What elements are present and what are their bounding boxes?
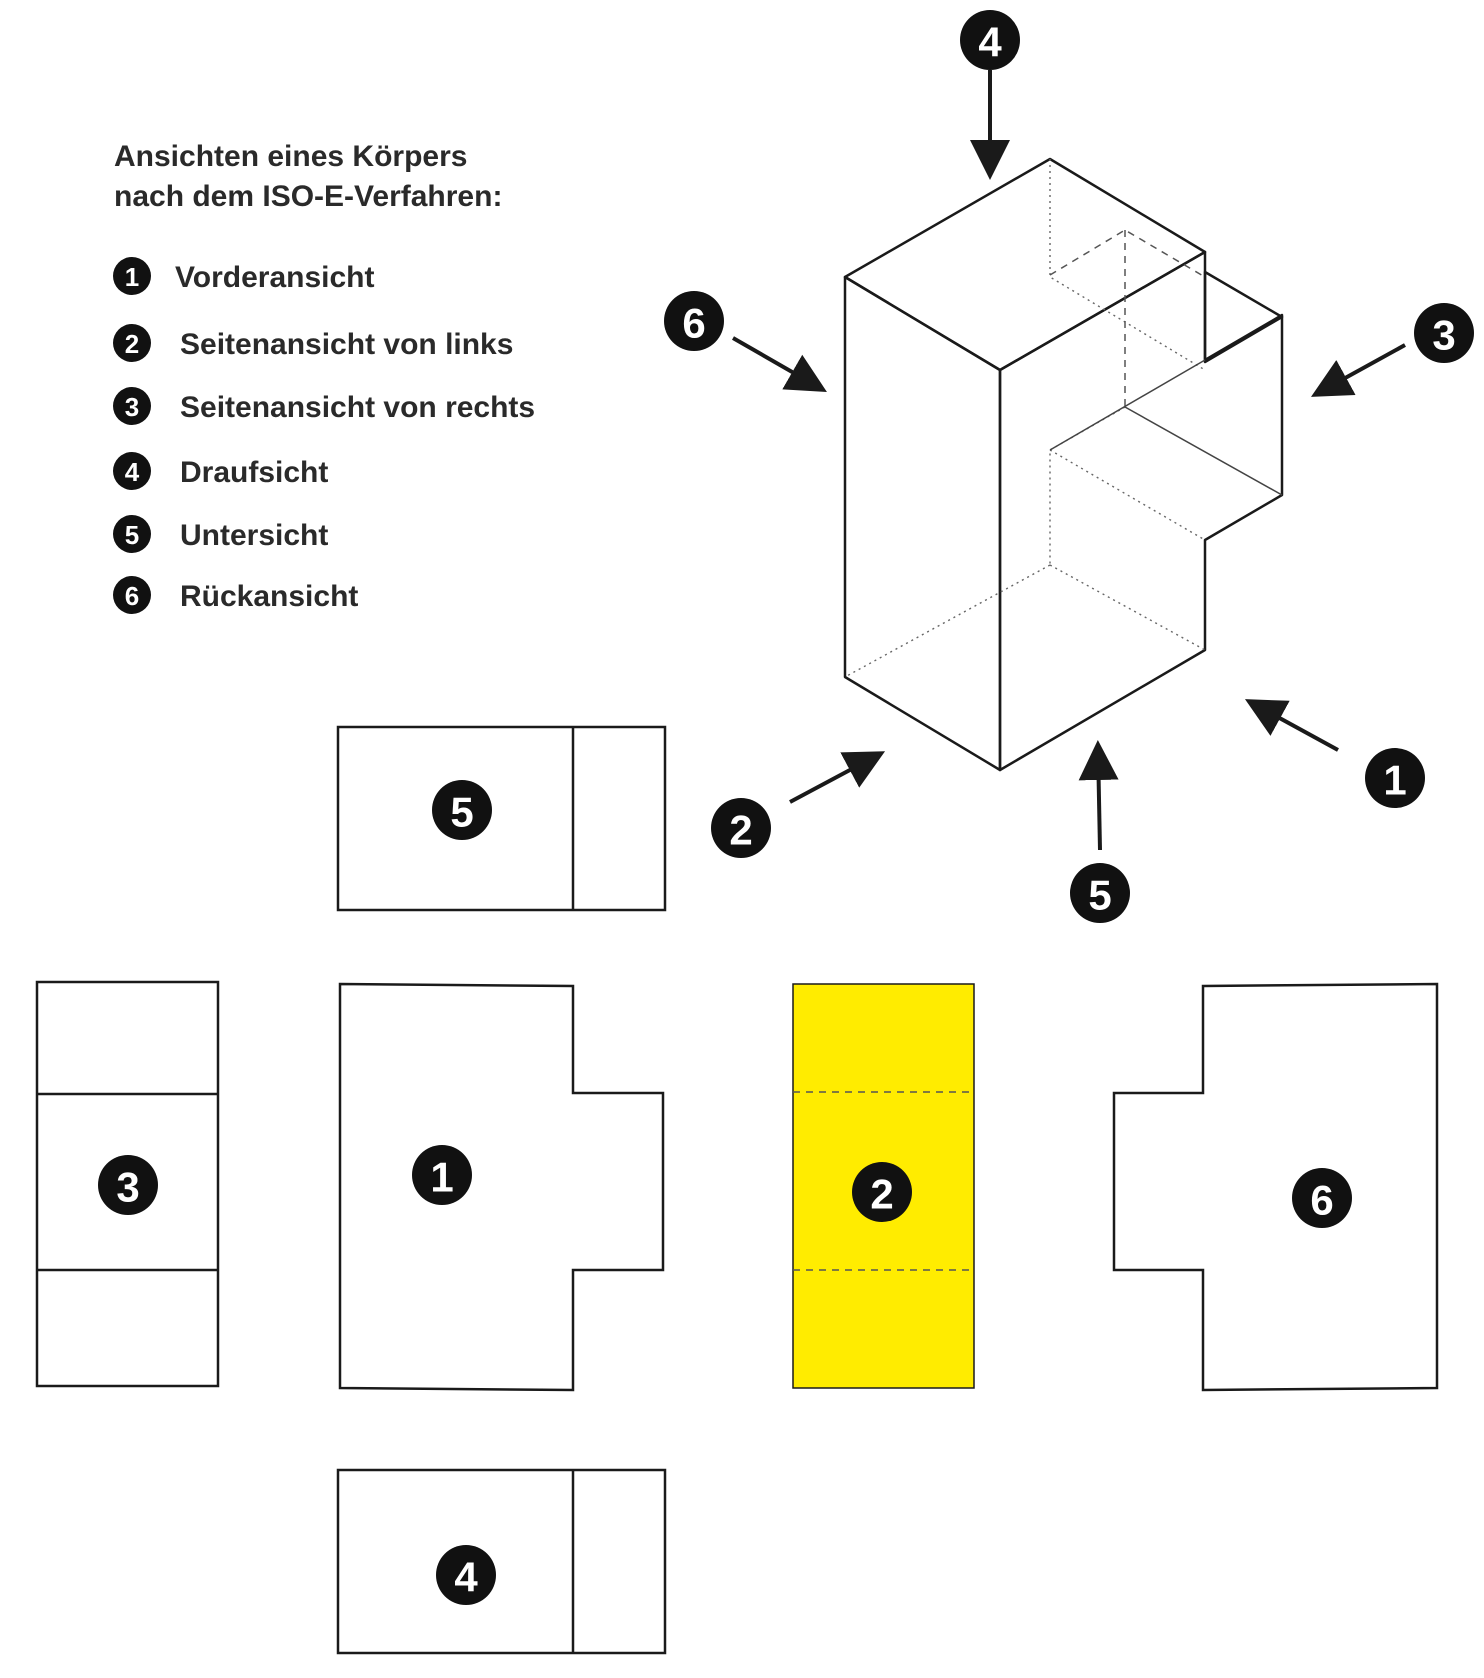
number-3-icon xyxy=(113,387,151,425)
marker-1-label: 1 xyxy=(1383,757,1406,804)
legend-num-2: 2 xyxy=(125,329,139,359)
legend-label-4: Draufsicht xyxy=(180,456,328,489)
view-4-number-icon xyxy=(436,1545,496,1605)
iso-markers: 4 6 3 2 5 1 xyxy=(664,10,1474,923)
view-5-outline xyxy=(336,725,667,912)
marker-6-icon xyxy=(664,291,724,351)
isometric-body xyxy=(843,157,1284,772)
marker-3-label: 3 xyxy=(1432,312,1455,359)
hidden-edge xyxy=(1049,449,1206,541)
view-6-outline xyxy=(1112,982,1439,1392)
legend: 1 Vorderansicht 2 Seitenansicht von link… xyxy=(113,257,535,614)
iso-top-face xyxy=(843,157,1207,372)
legend-item-5: 5 Untersicht xyxy=(113,515,328,553)
view-3-number: 3 xyxy=(116,1164,139,1211)
view-4-outline xyxy=(336,1468,667,1655)
legend-num-3: 3 xyxy=(125,392,139,422)
view-5-number-icon xyxy=(432,780,492,840)
legend-num-5: 5 xyxy=(125,520,139,550)
view-4-number: 4 xyxy=(454,1554,478,1601)
view-arrows xyxy=(732,70,1406,851)
view-3-outline xyxy=(35,980,220,1388)
legend-item-3: 3 Seitenansicht von rechts xyxy=(113,387,535,425)
view-2-seitenansicht-links: 2 xyxy=(792,983,975,1389)
legend-item-2: 2 Seitenansicht von links xyxy=(113,324,513,362)
number-2-icon xyxy=(113,324,151,362)
legend-item-1: 1 Vorderansicht xyxy=(113,257,375,295)
legend-item-4: 4 Draufsicht xyxy=(113,452,328,490)
legend-item-6: 6 Rückansicht xyxy=(113,576,358,614)
view-3-seitenansicht-rechts: 3 xyxy=(35,980,220,1388)
view-2-number-icon xyxy=(852,1162,912,1222)
view-1-outline xyxy=(338,982,665,1392)
marker-6-label: 6 xyxy=(682,300,705,347)
marker-2-icon xyxy=(711,798,771,858)
legend-label-6: Rückansicht xyxy=(180,580,358,613)
view-6-rueckansicht: 6 xyxy=(1112,982,1439,1392)
hidden-edge xyxy=(844,564,1051,678)
legend-label-3: Seitenansicht von rechts xyxy=(180,391,535,424)
arrow-3 xyxy=(1310,343,1406,397)
title-line-2: nach dem ISO-E-Verfahren: xyxy=(114,180,502,213)
legend-num-4: 4 xyxy=(125,457,140,487)
arrow-1 xyxy=(1244,699,1339,752)
legend-num-1: 1 xyxy=(125,262,139,292)
view-6-number-icon xyxy=(1292,1168,1352,1228)
view-1-number-icon xyxy=(412,1145,472,1205)
legend-num-6: 6 xyxy=(125,581,139,611)
iso-step-top-face xyxy=(1203,270,1284,364)
view-1-vorderansicht: 1 xyxy=(338,982,665,1392)
hidden-edge xyxy=(1049,229,1206,278)
view-1-number: 1 xyxy=(430,1154,453,1201)
number-1-icon xyxy=(113,257,151,295)
legend-label-2: Seitenansicht von links xyxy=(180,328,513,361)
marker-2-label: 2 xyxy=(729,807,752,854)
arrow-6 xyxy=(732,336,827,392)
iso-left-face xyxy=(843,275,1002,772)
marker-5-label: 5 xyxy=(1088,872,1111,919)
marker-4-icon xyxy=(960,10,1020,70)
arrow-2 xyxy=(789,751,886,804)
iso-front-face xyxy=(998,250,1284,772)
view-2-number: 2 xyxy=(870,1171,893,1218)
view-6-number: 6 xyxy=(1310,1177,1333,1224)
title-line-1: Ansichten eines Körpers xyxy=(114,140,467,173)
number-5-icon xyxy=(113,515,151,553)
view-3-number-icon xyxy=(98,1155,158,1215)
legend-label-5: Untersicht xyxy=(180,519,328,552)
marker-4-label: 4 xyxy=(978,19,1002,66)
hidden-edge xyxy=(1049,564,1206,651)
view-4-draufsicht: 4 xyxy=(336,1468,667,1655)
number-6-icon xyxy=(113,576,151,614)
legend-label-1: Vorderansicht xyxy=(175,261,375,294)
marker-1-icon xyxy=(1365,748,1425,808)
marker-5-icon xyxy=(1070,863,1130,923)
view-5-untersicht: 5 xyxy=(336,725,667,912)
view-5-number: 5 xyxy=(450,789,473,836)
arrow-5 xyxy=(1078,740,1119,851)
number-4-icon xyxy=(113,452,151,490)
hidden-edge xyxy=(1049,406,1126,565)
iso-edge xyxy=(1124,406,1283,496)
iso-edge xyxy=(1049,359,1206,451)
marker-3-icon xyxy=(1414,303,1474,363)
